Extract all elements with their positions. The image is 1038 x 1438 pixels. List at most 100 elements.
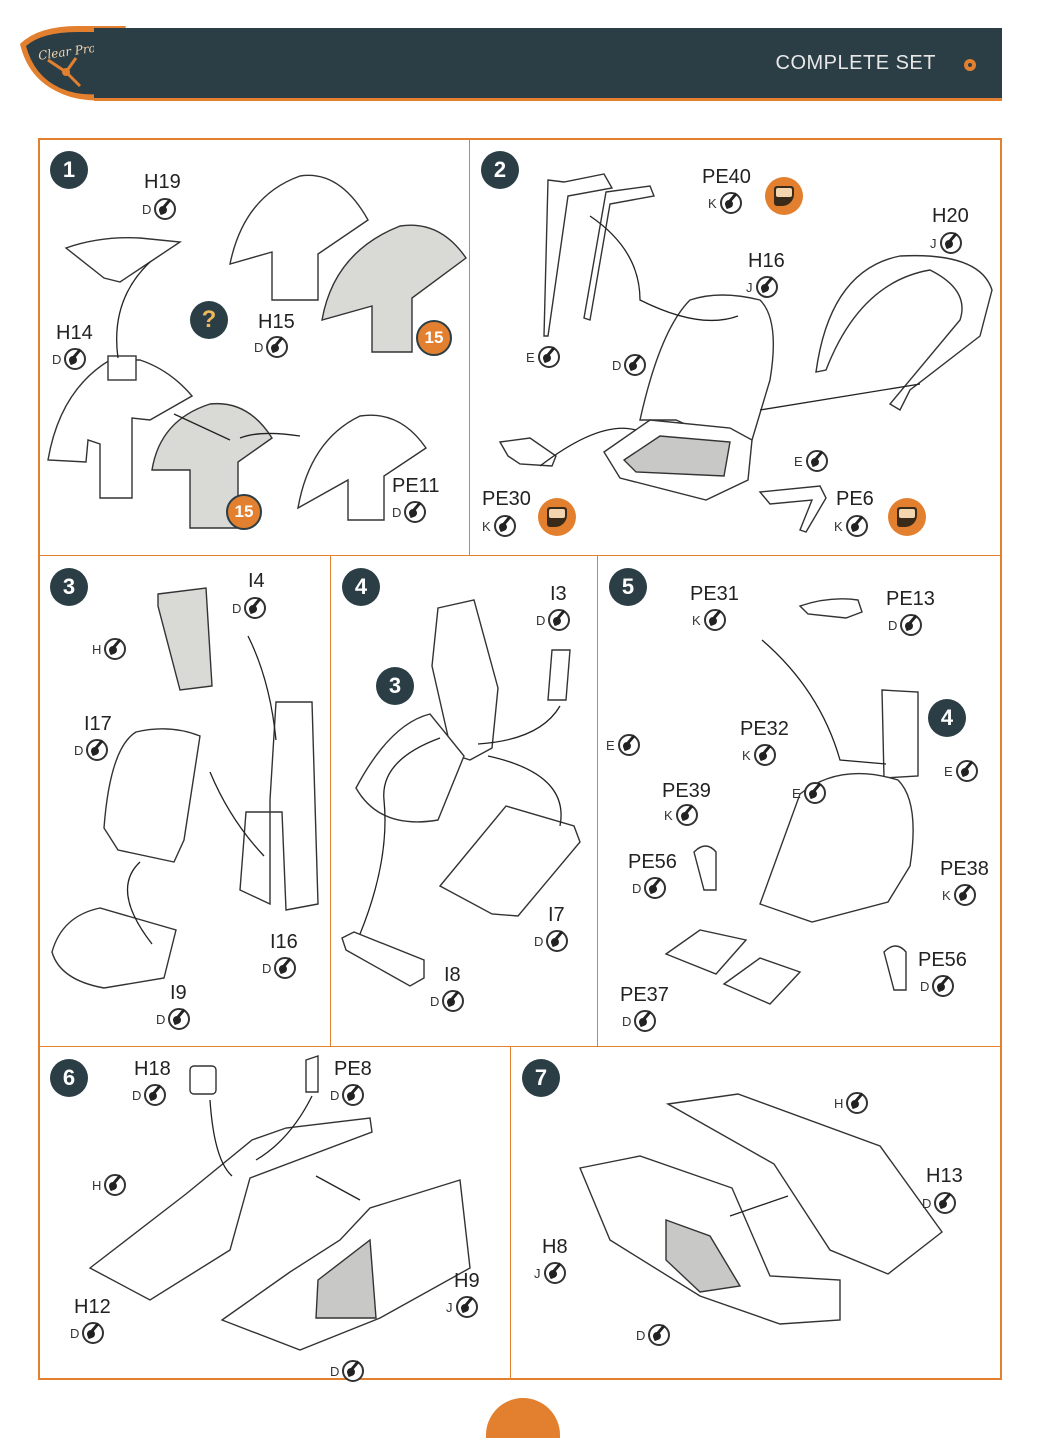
part-label: PE56 [628,851,677,873]
part-label: H13 [926,1165,963,1187]
paint-brush-icon [900,614,923,636]
paint-callout: D [612,354,647,376]
part-label: I17 [84,713,112,735]
paint-callout: K [482,515,516,537]
paint-brush-icon [82,1322,105,1344]
part-label: I8 [444,964,461,986]
paint-callout: D [254,336,289,358]
paint-brush-icon [755,276,778,298]
paint-brush-icon [168,1008,191,1030]
paint-brush-icon [404,501,427,523]
paint-brush-icon [546,930,569,952]
paint-brush-icon [932,975,955,997]
part-label: I4 [248,570,265,592]
part-label: I16 [270,931,298,953]
part-label: PE40 [702,166,751,188]
part-label: H12 [74,1296,111,1318]
paint-callout: J [746,276,778,298]
paint-callout: D [262,957,297,979]
paint-callout: D [632,877,667,899]
part-label: H16 [748,250,785,272]
part-label: H18 [134,1058,171,1080]
paint-callout: D [622,1010,657,1032]
paint-callout: D [888,614,923,636]
part-label: PE56 [918,949,967,971]
paint-callout: D [920,975,955,997]
paint-brush-icon [104,638,127,660]
photo-etch-icon [888,498,926,536]
paint-brush-icon [753,744,776,766]
part-label: PE32 [740,718,789,740]
paint-brush-icon [493,515,516,537]
step-7-panel [510,1046,1002,1380]
paint-brush-icon [934,1192,957,1214]
part-label: I3 [550,583,567,605]
step-3-badge: 3 [50,568,88,606]
part-label: PE8 [334,1058,372,1080]
paint-brush-icon [442,990,465,1012]
step-5-subassembly-ref: 4 [928,699,966,737]
photo-etch-icon [765,177,803,215]
paint-brush-icon [939,232,962,254]
part-label: PE37 [620,984,669,1006]
paint-callout: K [942,884,976,906]
paint-brush-icon [703,609,726,631]
paint-brush-icon [846,1092,869,1114]
part-label: H19 [144,171,181,193]
paint-brush-icon [719,192,742,214]
photo-etch-icon [538,498,576,536]
paint-brush-icon [675,804,698,826]
paint-brush-icon [537,346,560,368]
set-title: COMPLETE SET [775,52,936,74]
paint-callout: D [330,1084,365,1106]
paint-brush-icon [805,450,828,472]
part-label: I7 [548,904,565,926]
part-label: PE38 [940,858,989,880]
part-label: H8 [542,1236,568,1258]
paint-brush-icon [803,782,826,804]
part-label: H9 [454,1270,480,1292]
paint-brush-icon [342,1360,365,1382]
part-label: PE31 [690,583,739,605]
paint-callout: D [142,198,177,220]
paint-brush-icon [845,515,868,537]
paint-callout: K [708,192,742,214]
paint-brush-icon [955,760,978,782]
paint-callout: K [664,804,698,826]
step-4-badge: 4 [342,568,380,606]
paint-brush-icon [644,877,667,899]
step-1-badge: 1 [50,151,88,189]
step-4-subassembly-ref: 3 [376,667,414,705]
paint-callout: D [430,990,465,1012]
part-label: PE11 [392,475,440,497]
paint-brush-icon [548,609,571,631]
paint-callout: E [526,346,560,368]
paint-callout: D [74,739,109,761]
paint-brush-icon [104,1174,127,1196]
paint-brush-icon [617,734,640,756]
paint-callout: D [534,930,569,952]
paint-brush-icon [64,348,87,370]
paint-callout: H [92,1174,127,1196]
paint-brush-icon [953,884,976,906]
step-6-badge: 6 [50,1059,88,1097]
page-header: Clear Prop! COMPLETE SET [18,20,1002,101]
step-5-badge: 5 [609,568,647,606]
header-dot-icon [964,59,976,71]
decal-15-icon: 15 [416,320,452,356]
header-bar: COMPLETE SET [94,28,1002,101]
decal-15-icon: 15 [226,494,262,530]
paint-callout: J [446,1296,478,1318]
question-icon: ? [190,301,228,339]
paint-callout: D [330,1360,365,1382]
paint-brush-icon [543,1262,566,1284]
paint-callout: D [70,1322,105,1344]
part-label: PE30 [482,488,531,510]
part-label: H14 [56,322,93,344]
paint-callout: D [132,1084,167,1106]
step-2-badge: 2 [481,151,519,189]
part-label: PE13 [886,588,935,610]
part-label: PE6 [836,488,874,510]
paint-brush-icon [266,336,289,358]
